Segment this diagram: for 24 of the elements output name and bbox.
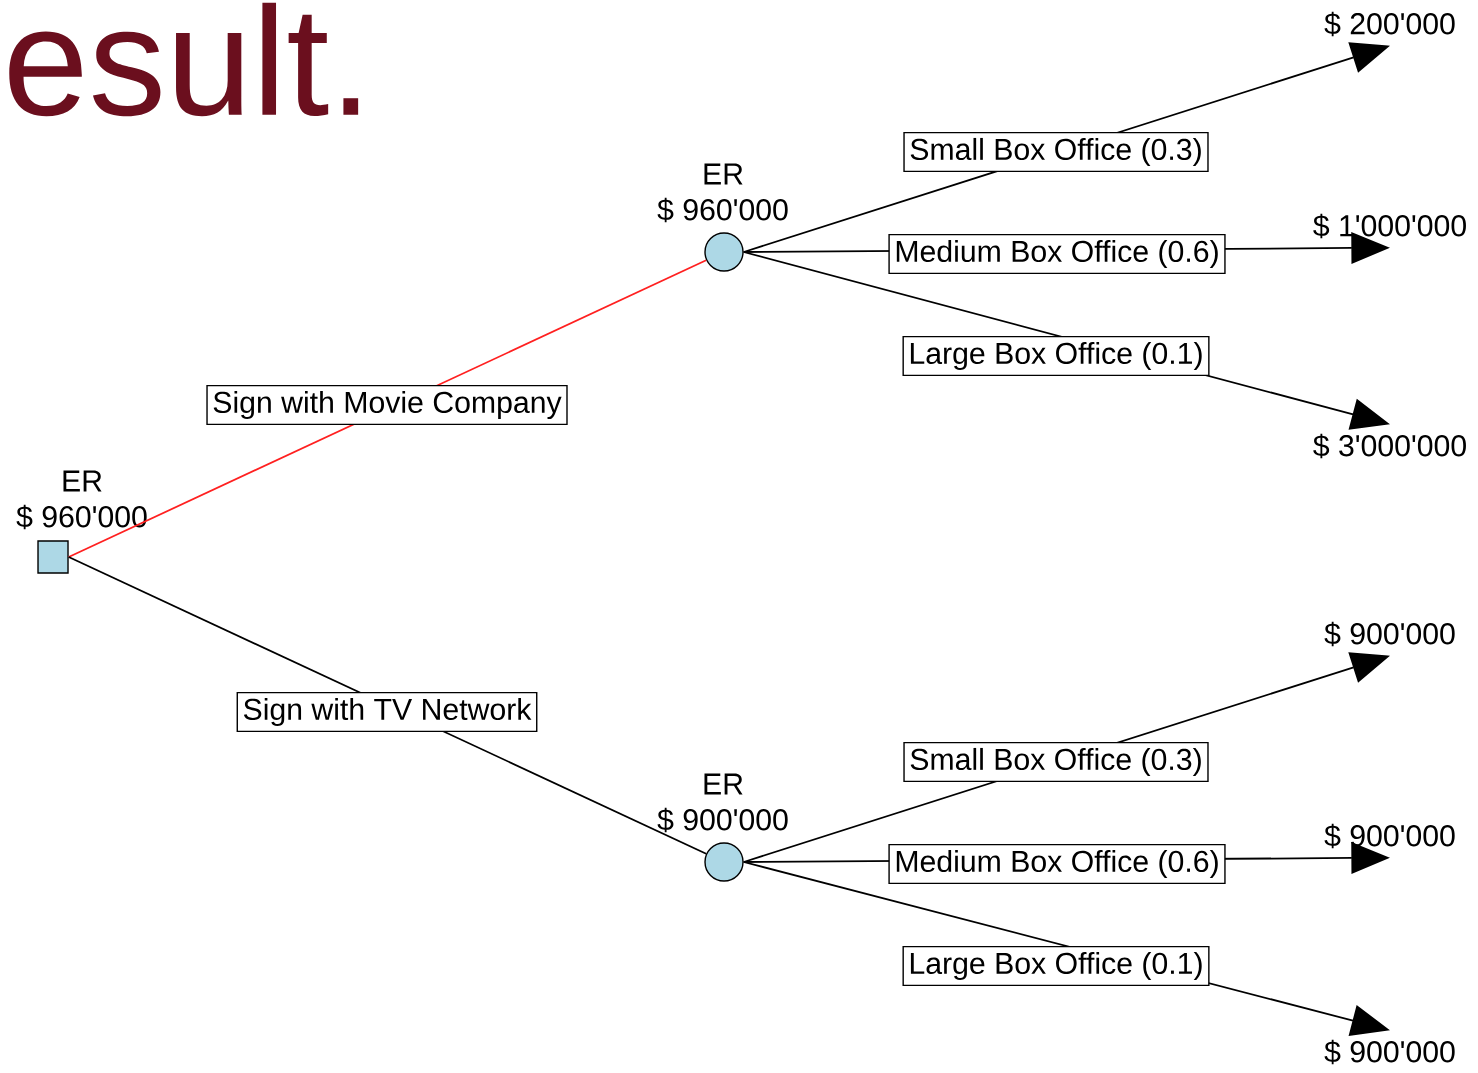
edge-label: Medium Box Office (0.6): [888, 843, 1226, 885]
title: esult.: [9, 2, 359, 117]
edge-label: Large Box Office (0.1): [902, 945, 1210, 987]
edge-label: Small Box Office (0.3): [903, 741, 1209, 783]
decision-node: [37, 540, 69, 574]
node-label: $ 960'000: [16, 504, 147, 530]
node-label: ER: [63, 470, 102, 492]
edge-label: Sign with TV Network: [236, 691, 538, 733]
node-label: $ 960'000: [657, 197, 788, 223]
payoff-value: $ 900'000: [1324, 621, 1455, 647]
payoff-value: $ 1'000'000: [1313, 213, 1466, 239]
chance-node: [704, 232, 744, 272]
payoff-value: $ 900'000: [1324, 823, 1455, 849]
payoff-value: $ 900'000: [1324, 1039, 1455, 1065]
edge-label: Sign with Movie Company: [206, 384, 568, 426]
payoff-value: $ 3'000'000: [1313, 433, 1466, 459]
edge-label: Large Box Office (0.1): [902, 335, 1210, 377]
edge-label: Small Box Office (0.3): [903, 131, 1209, 173]
node-label: $ 900'000: [657, 807, 788, 833]
node-label: ER: [704, 163, 743, 185]
payoff-value: $ 200'000: [1324, 11, 1455, 37]
chance-node: [704, 842, 744, 882]
edge-label: Medium Box Office (0.6): [888, 233, 1226, 275]
node-label: ER: [704, 773, 743, 795]
